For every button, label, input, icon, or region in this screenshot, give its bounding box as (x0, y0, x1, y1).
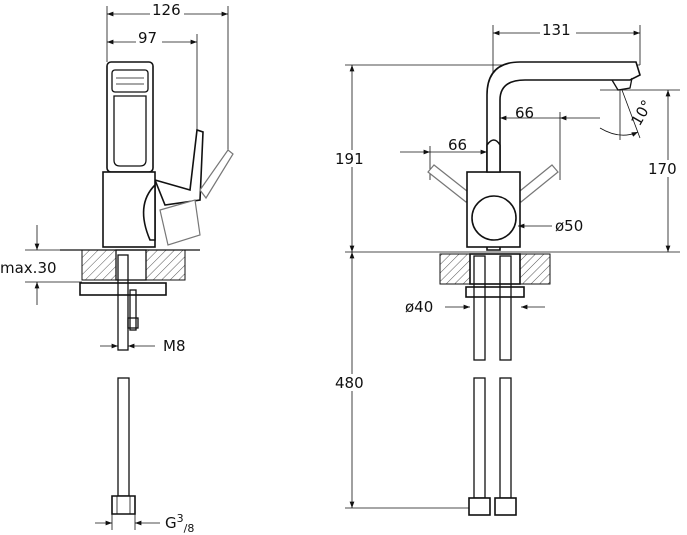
faucet-lever (153, 128, 204, 206)
dim-label-66-right: 66 (515, 104, 534, 122)
dim-label-g38: G3/8 (165, 512, 194, 535)
front-view: 131 191 480 170 10° 66 66 (334, 21, 685, 516)
dim-label-66-left: 66 (448, 136, 467, 154)
hose-right-upper (499, 255, 512, 361)
mounting-plate (79, 282, 167, 296)
hose-right-lower (499, 377, 512, 499)
dim-label-170: 170 (648, 160, 677, 178)
dim-label-97: 97 (138, 29, 157, 47)
hose-nut-right (494, 497, 517, 516)
dim-label-191: 191 (335, 150, 364, 168)
side-view: 126 97 max (0, 1, 234, 535)
dim-label-10deg: 10° (627, 97, 656, 129)
lever-right-position (514, 164, 559, 203)
dim-label-480: 480 (335, 374, 364, 392)
hose-nut (111, 495, 136, 515)
hose (117, 377, 130, 497)
dim-label-d40: ø40 (405, 298, 433, 316)
dim-label-131: 131 (542, 21, 571, 39)
hose-nut-left (468, 497, 491, 516)
dim-label-m8: M8 (163, 337, 186, 355)
dim-label-max30: max.30 (0, 259, 57, 277)
faucet-spout (486, 61, 641, 251)
lever-left-position (427, 164, 473, 203)
hose-left-upper (473, 255, 486, 361)
mounting-plate-front (465, 286, 525, 298)
dim-label-d50: ø50 (555, 217, 583, 235)
hose-left-lower (473, 377, 486, 499)
dim-label-126: 126 (152, 1, 181, 19)
